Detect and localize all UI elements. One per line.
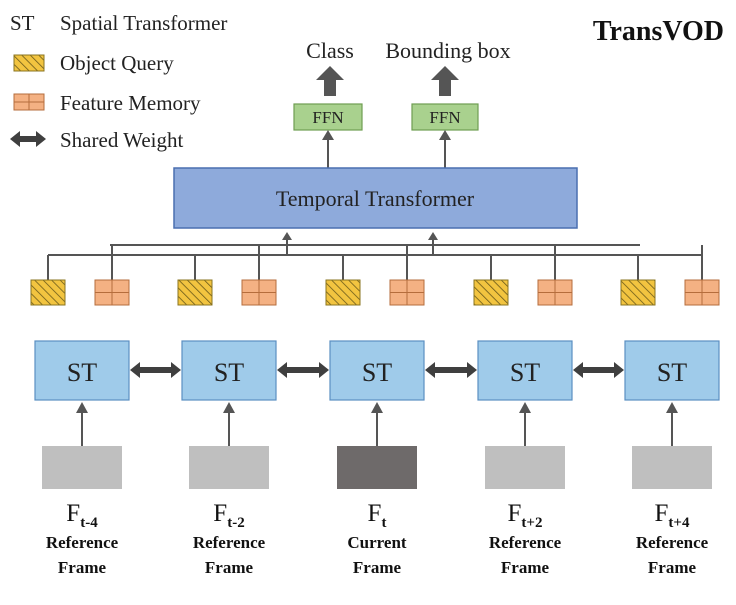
frame-caption-line2: Frame	[353, 558, 402, 577]
current-frame-image	[337, 446, 417, 489]
frame-caption-line1: Reference	[193, 533, 266, 552]
frame-caption-line2: Frame	[501, 558, 550, 577]
frame-symbol: Ft-4	[66, 500, 98, 531]
legend-st-symbol: ST	[10, 11, 35, 35]
feature-memory-token	[537, 279, 573, 306]
shared-weight-arrows	[130, 362, 624, 378]
output-class-up-arrow-icon	[316, 66, 344, 96]
legend-spatial-transformer-label: Spatial Transformer	[60, 11, 227, 35]
frame-symbol: Ft+4	[655, 500, 690, 531]
spatial-transformer-box	[34, 340, 130, 401]
legend-shared-weight-label: Shared Weight	[60, 128, 183, 152]
feature-memory-token	[241, 279, 277, 306]
token-bus	[48, 232, 702, 256]
temporal-transformer-label: Temporal Transformer	[276, 186, 475, 211]
spatial-transformer-box	[329, 340, 425, 401]
legend-shared-weight-arrow-icon	[10, 131, 46, 147]
reference-frame-image	[632, 446, 712, 489]
token-bus-riser-left-arrowhead	[282, 232, 292, 240]
frame-caption-line1: Reference	[489, 533, 562, 552]
output-class: Class FFN	[293, 38, 363, 168]
shared-weight-double-arrow-icon	[130, 362, 181, 378]
legend-object-query-swatch	[13, 54, 45, 72]
frame-caption-line1: Reference	[46, 533, 119, 552]
spatial-transformer-label: ST	[510, 358, 540, 387]
legend-feature-memory-swatch	[13, 93, 45, 111]
object-query-token	[325, 279, 361, 306]
shared-weight-double-arrow-icon	[425, 362, 477, 378]
frame-caption-line2: Frame	[58, 558, 107, 577]
legend: ST Spatial Transformer Object Query Feat…	[10, 11, 227, 152]
temporal-transformer-box	[173, 167, 578, 229]
frame-symbol: Ft	[368, 500, 387, 531]
spatial-transformer-box	[624, 340, 720, 401]
spatial-transformer-box	[181, 340, 277, 401]
feature-memory-token	[94, 279, 130, 306]
legend-object-query-label: Object Query	[60, 51, 174, 75]
frame-to-st-arrowhead	[223, 402, 235, 413]
output-bounding-box-label: Bounding box	[385, 38, 510, 63]
spatial-transformer-label: ST	[657, 358, 687, 387]
frame-caption-line2: Frame	[205, 558, 254, 577]
object-query-token	[620, 279, 656, 306]
ffn-bounding-box-arrowhead	[439, 130, 451, 140]
reference-frame-image	[189, 446, 269, 489]
frame-caption-line1: Current	[347, 533, 407, 552]
output-bounding-box-up-arrow-icon	[431, 66, 459, 96]
ffn-box-class-label: FFN	[312, 108, 343, 127]
ffn-class-arrowhead	[322, 130, 334, 140]
frame-to-st-arrowhead	[76, 402, 88, 413]
spatial-transformer-label: ST	[67, 358, 97, 387]
feature-memory-token	[684, 279, 720, 306]
object-query-token	[177, 279, 213, 306]
frame-to-st-arrowhead	[371, 402, 383, 413]
shared-weight-double-arrow-icon	[573, 362, 624, 378]
object-query-token	[473, 279, 509, 306]
frame-to-st-arrowhead	[519, 402, 531, 413]
diagram-title: TransVOD	[593, 16, 724, 47]
legend-feature-memory-label: Feature Memory	[60, 91, 201, 115]
feature-memory-token	[389, 279, 425, 306]
reference-frame-image	[42, 446, 122, 489]
token-bus-riser-right-arrowhead	[428, 232, 438, 240]
object-query-token	[30, 279, 66, 306]
ffn-box-bounding-box-label: FFN	[429, 108, 460, 127]
frame-symbol: Ft+2	[508, 500, 543, 531]
ffn-box-class	[293, 103, 363, 131]
output-bounding-box: Bounding box FFN	[385, 38, 511, 168]
frame-caption-line2: Frame	[648, 558, 697, 577]
spatial-transformer-label: ST	[362, 358, 392, 387]
shared-weight-double-arrow-icon	[277, 362, 329, 378]
frame-symbol: Ft-2	[213, 500, 244, 531]
spatial-transformer-box	[477, 340, 573, 401]
ffn-box-bounding-box	[411, 103, 479, 131]
reference-frame-image	[485, 446, 565, 489]
spatial-transformer-label: ST	[214, 358, 244, 387]
frame-caption-line1: Reference	[636, 533, 709, 552]
token-row	[30, 245, 720, 306]
frame-to-st-arrowhead	[666, 402, 678, 413]
output-class-label: Class	[306, 38, 354, 63]
